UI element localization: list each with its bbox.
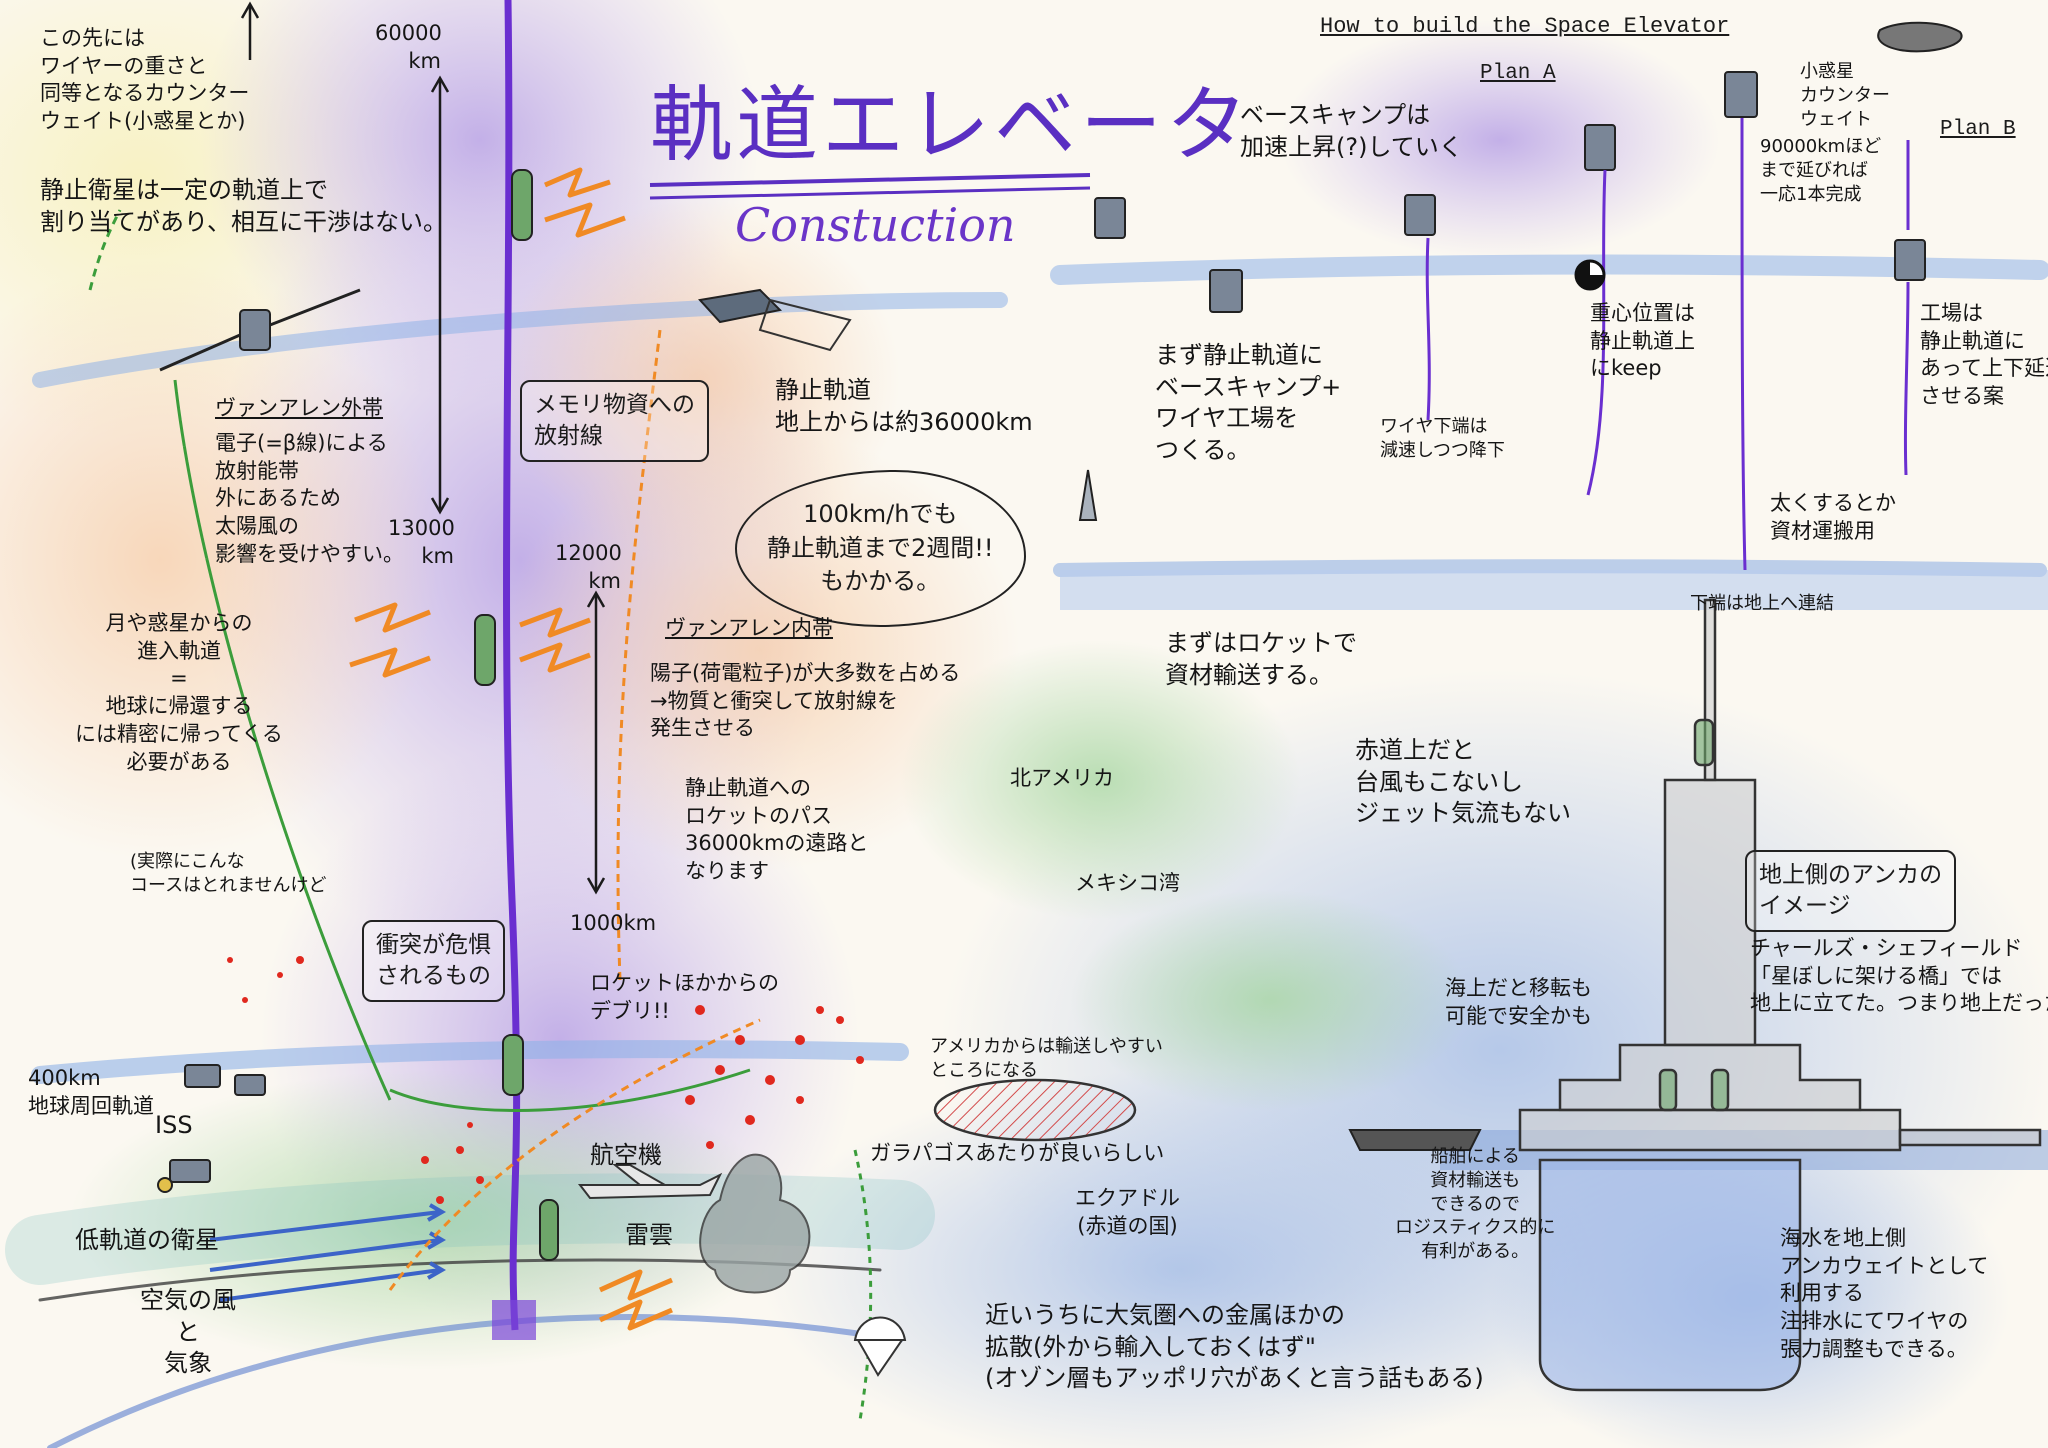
note-galapagos: ガラパゴスあたりが良いらしい <box>870 1141 1165 1165</box>
elevator-base <box>1518 598 2042 1392</box>
label-gulf-mexico: メキシコ湾 <box>1075 871 1180 895</box>
altitude-400: 400km 地球周回軌道 <box>28 1066 154 1118</box>
rocket <box>1078 469 1098 521</box>
altitude-60000: 60000 km <box>375 21 442 73</box>
label-north-america: 北アメリカ <box>1010 766 1114 790</box>
aircraft-shape <box>577 1164 723 1200</box>
center-of-gravity-fill <box>1576 275 1604 289</box>
title-underline-2 <box>649 186 1091 200</box>
note-americas-transport: アメリカからは輸送しやすい ところになる <box>930 1036 1163 1081</box>
collision-box: 衝突が危惧 されるもの <box>362 920 505 1003</box>
note-geo-orbit: 静止軌道 地上からは約36000km <box>775 376 1033 436</box>
main-tether <box>503 0 521 1331</box>
note-lower-end: 下端は地上へ連結 <box>1690 593 1834 614</box>
radiation-zigzags <box>349 167 673 1331</box>
note-thicken: 太くするとか 資材運搬用 <box>1770 491 1896 543</box>
parachute <box>853 1316 907 1377</box>
label-iss: ISS <box>155 1111 193 1139</box>
travel-time-bubble: 100km/hでも 静止軌道まで2週間!! もかかる。 <box>735 470 1026 627</box>
wind-arrows <box>209 1203 446 1302</box>
plan-tethers <box>1425 117 1910 571</box>
note-first-geo: まず静止軌道に ベースキャンプ+ ワイヤ工場を つくる。 <box>1155 341 1342 465</box>
note-real-course: (実際にこんな コースはとれませんけど <box>130 851 327 896</box>
note-outer-belt-body: 電子(=β線)による 放射能帯 外にあるため 太陽風の 影響を受けやすい。 <box>215 431 404 566</box>
note-inner-belt-title: ヴァンアレン内帯 <box>665 616 833 640</box>
note-outer-belt-title: ヴァンアレン外帯 <box>215 396 383 420</box>
note-wire-descent: ワイヤ下端は 減速しつつ降下 <box>1380 416 1505 461</box>
label-low-orbit: 低軌道の衛星 <box>75 1226 219 1254</box>
note-geo-satellites: 静止衛星は一定の軌道上で 割り当てがあり、相互に干渉はない。 <box>40 176 448 236</box>
trajectories <box>88 209 873 1421</box>
note-ship-transport: 船舶による 資材輸送も できるので ロジスティクス的に 有利がある。 <box>1395 1146 1556 1262</box>
ship <box>1348 1129 1482 1151</box>
center-of-gravity-fill-2 <box>1576 261 1590 275</box>
label-wind: 空気の風 と 気象 <box>140 1286 236 1378</box>
note-counterweight-small: 小惑星 カウンター ウェイト <box>1800 61 1890 130</box>
note-seawater: 海水を地上側 アンカウェイトとして 利用する 注排水にてワイヤの 張力調整もでき… <box>1780 1226 1989 1361</box>
altitude-13000: 13000 km <box>388 516 455 568</box>
thunder-cloud <box>699 1153 811 1294</box>
note-equator: 赤道上だと 台風もこないし ジェット気流もない <box>1355 736 1571 828</box>
note-sea-route: 海上だと移転も 可能で安全かも <box>1445 976 1592 1028</box>
note-metal-diffusion: 近いうちに大気圏への金属ほかの 拡散(外から輸入しておくはず" (オゾン層もアッ… <box>985 1301 1484 1393</box>
label-aircraft: 航空機 <box>590 1141 662 1169</box>
page-title: 軌道エレベータ <box>650 78 1253 173</box>
title-underline <box>649 173 1091 187</box>
note-base-camp-rise: ベースキャンプは 加速上昇(?)していく <box>1240 101 1463 161</box>
note-center-gravity: 重心位置は 静止軌道上 にkeep <box>1590 301 1695 381</box>
anchor-image-box: 地上側のアンカの イメージ <box>1745 850 1957 933</box>
note-counterweight: この先には ワイヤーの重さと 同等となるカウンター ウェイト(小惑星とか) <box>40 26 250 134</box>
plan-a-label: Plan A <box>1480 62 1556 85</box>
guide-heading: How to build the Space Elevator <box>1320 14 1730 39</box>
note-rocket-transport: まずはロケットで 資材輸送する。 <box>1165 629 1357 689</box>
satellites <box>157 21 1963 1193</box>
note-moon-entry: 月や惑星からの 進入軌道 = 地球に帰還する には精密に帰ってくる 必要がある <box>75 611 283 774</box>
altitude-12000: 12000 km <box>555 541 622 593</box>
note-sheffield: チャールズ・シェフィールド 「星ぼしに架ける橋」では 地上に立てた。つまり地上だ… <box>1750 936 2048 1016</box>
climbers <box>474 169 559 1261</box>
label-ecuador: エクアドル (赤道の国) <box>1075 1186 1180 1238</box>
page-subtitle: Constuction <box>735 198 1016 252</box>
plan-b-label: Plan B <box>1940 118 2016 141</box>
note-factory-plan: 工場は 静止軌道に あって上下延進 させる案 <box>1920 301 2048 409</box>
altitude-arrows <box>240 1 606 895</box>
galapagos-area <box>933 1078 1137 1142</box>
device-radiation-box: メモリ物資への 放射線 <box>520 380 709 463</box>
note-complete-90000: 90000kmほど まで延びれば 一応1本完成 <box>1760 136 1882 205</box>
note-rocket-path: 静止軌道への ロケットのパス 36000kmの遠路と なります <box>685 776 869 884</box>
tether-base <box>492 1300 536 1340</box>
note-inner-belt-body: 陽子(荷電粒子)が大多数を占める →物質と衝突して放射線を 発生させる <box>650 661 961 741</box>
debris-dots <box>227 956 864 1204</box>
altitude-1000: 1000km <box>570 911 657 935</box>
note-debris: ロケットほかからの デブリ!! <box>590 971 779 1023</box>
label-thunder-cloud: 雷雲 <box>625 1221 673 1249</box>
